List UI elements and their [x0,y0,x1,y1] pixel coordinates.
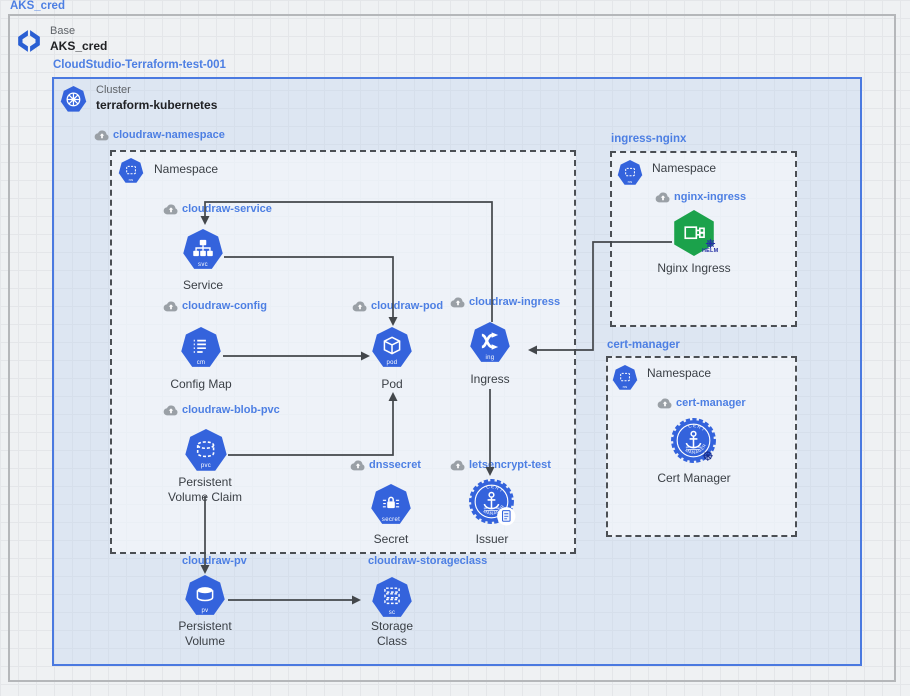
issuer-title: Issuer [475,532,509,546]
nginx-ingress-icon[interactable] [674,210,714,256]
base-type-label: Base [50,25,76,37]
secret-icon[interactable]: secret [371,484,411,524]
pod-title: Pod [381,377,403,391]
cloud-upload-icon [163,405,178,416]
issuer-resource-label: letsencrypt-test [450,459,551,471]
pv-icon[interactable]: pv [185,575,225,615]
cloud-upload-icon [163,204,178,215]
service-title: Service [182,278,223,292]
pvc-icon[interactable]: pvc [185,429,227,471]
cloud-upload-icon [94,130,109,141]
ingress-nginx-box-label: ingress-nginx [611,133,687,145]
cluster-name-label: terraform-kubernetes [96,98,218,112]
namespace-icon[interactable]: ns [617,160,643,185]
service-resource-label: cloudraw-service [163,203,272,215]
cert-manager-resource-label: cert-manager [657,397,746,409]
nginx-ingress-resource-label: nginx-ingress [655,191,746,203]
cert-manager-box-label: cert-manager [607,339,680,351]
cloudstudio-group-label: CloudStudio-Terraform-test-001 [53,59,226,71]
namespace-box-label: cloudraw-namespace [94,129,225,141]
configmap-resource-label: cloudraw-config [163,300,267,312]
outer-group-frame[interactable] [8,14,896,682]
svg-text:CERT: CERT [486,484,505,494]
cert-manager-stamp-icon[interactable]: CERT MANAGER [669,417,718,466]
nginx-ingress-title: Nginx Ingress [657,261,731,275]
cloud-upload-icon [163,301,178,312]
pv-title: Persistent Volume [178,619,232,648]
storageclass-resource-label: cloudraw-storageclass [368,555,488,567]
secret-title: Secret [373,532,409,546]
kubernetes-cluster-icon[interactable] [60,86,87,112]
storageclass-icon[interactable]: sc [372,577,412,617]
ingress-title: Ingress [470,372,510,386]
cloud-upload-icon [350,460,365,471]
ingress-resource-label: cloudraw-ingress [450,296,560,308]
cloud-upload-icon [655,192,670,203]
cloud-upload-icon [352,301,367,312]
helm-icon: HELM [702,238,718,255]
ingress-icon[interactable]: ing [470,322,510,362]
cert-manager-title: Cert Manager [657,471,731,485]
secret-resource-label: dnssecret [350,459,421,471]
pvc-title: Persistent Volume Claim [167,475,243,504]
azure-devops-icon[interactable] [16,28,42,54]
cluster-type-label: Cluster [96,84,131,96]
cloud-upload-icon [657,398,672,409]
namespace-icon[interactable]: ns [118,158,144,183]
pod-icon[interactable]: pod [372,327,412,367]
configmap-title: Config Map [170,377,232,391]
namespace-title: Namespace [652,161,717,175]
issuer-cert-manager-stamp-icon[interactable]: CERT MANAGER [468,478,517,527]
pv-resource-label: cloudraw-pv [182,555,247,567]
storageclass-title: Storage Class [370,619,414,648]
svg-text:CERT: CERT [688,423,707,433]
namespace-title: Namespace [154,162,219,176]
pvc-resource-label: cloudraw-blob-pvc [163,404,280,416]
cloud-upload-icon [450,460,465,471]
outer-group-label: AKS_cred [10,0,65,12]
namespace-icon[interactable]: ns [612,365,638,390]
pod-resource-label: cloudraw-pod [352,300,443,312]
base-name-label: AKS_cred [50,39,108,53]
configmap-icon[interactable]: cm [181,327,221,367]
namespace-title: Namespace [647,366,712,380]
cloud-upload-icon [450,297,465,308]
